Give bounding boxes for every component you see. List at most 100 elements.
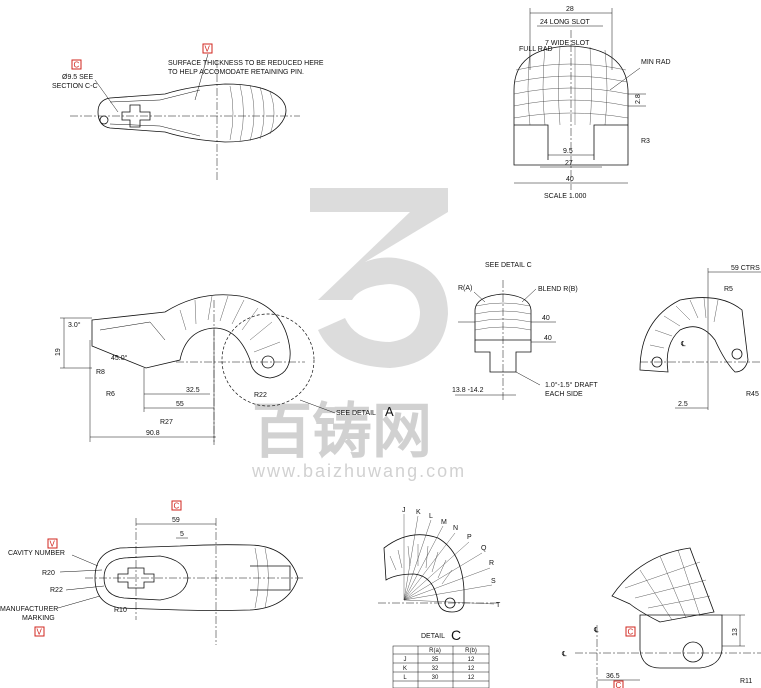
dim-90-8: 90.8	[146, 430, 160, 437]
marker-c2-box	[613, 680, 624, 688]
dim-40: 40	[566, 176, 574, 183]
iso-hole	[682, 641, 704, 663]
dim-13-8: 13.8 -14.2	[452, 387, 484, 394]
leader-rb	[521, 288, 537, 303]
dim-32-5: 32.5	[186, 387, 200, 394]
marker-c-box	[171, 500, 182, 511]
dim-55: 55	[176, 401, 184, 408]
detail-c-profile	[383, 534, 465, 613]
section-marker-c: C	[74, 61, 80, 70]
dim-2-5: 2.5	[678, 401, 688, 408]
dim-59: 59	[172, 517, 180, 524]
cross-slot	[121, 104, 151, 128]
marker-c1: C	[628, 628, 634, 637]
view-mid-center: SEE DETAIL C R(A) BLEND R(B) 40 40 13.8 …	[452, 262, 598, 400]
part-iso-body	[639, 614, 723, 669]
view-mid-left: 3.0° 19 45.0° R8 R6 32.5 R22 55 R27 90.8…	[55, 294, 394, 445]
view-mid-right: 59 CTRS R5 ℄ R45 2.5	[639, 265, 761, 410]
view-bottom-left: C 59 5 V CAVITY NUMBER R20 R22 R10 MANUF…	[0, 500, 305, 645]
dim-5: 5	[180, 531, 184, 538]
marker-v1: V	[50, 540, 56, 549]
part-right-ribs	[649, 297, 719, 349]
r20: R20	[42, 570, 55, 577]
table-cell: 30	[432, 675, 439, 681]
leader-cavity	[71, 554, 99, 567]
dim-r3: R3	[641, 138, 650, 145]
leader-draft	[515, 371, 541, 386]
r-a: R(A)	[458, 285, 472, 292]
detail-c-title: DETAIL	[421, 633, 445, 640]
draft-line2: EACH SIDE	[545, 391, 583, 398]
leader-diameter	[94, 79, 119, 113]
detail-a-circle	[221, 313, 315, 407]
radius-table: R(a) R(b) J 35 12 K 32 12 L 30 12	[392, 645, 490, 688]
dim-27: 27	[565, 160, 573, 167]
radius-label: R	[489, 560, 494, 567]
table-cell: L	[403, 675, 407, 681]
dim-36-5: 36.5	[606, 673, 620, 680]
part-outline-top	[97, 83, 287, 143]
leader-manufacturer	[57, 595, 101, 609]
part-iso-ribs	[624, 549, 711, 621]
dim-7-wide-slot: 7 WIDE SLOT	[545, 40, 590, 47]
table-cell: J	[404, 657, 407, 663]
r45: R45	[746, 391, 759, 398]
radius-label: N	[453, 525, 458, 532]
dim-full-rad: FULL RAD	[519, 46, 553, 53]
angle-3: 3.0°	[68, 321, 81, 329]
radius-label: M	[441, 519, 447, 526]
marker-v: V	[205, 45, 211, 54]
see-detail-a: SEE DETAIL	[336, 410, 376, 417]
part-bottom-outline	[94, 544, 299, 611]
part-side-outline	[91, 294, 291, 379]
dim-59-ctrs: 59 CTRS	[731, 265, 760, 272]
note-surface-line1: SURFACE THICKNESS TO BE REDUCED HERE	[168, 60, 324, 67]
note-section: SECTION C-C	[52, 83, 98, 90]
table-border	[392, 645, 490, 688]
dim-13: 13	[732, 628, 739, 636]
radius-rays	[403, 514, 495, 605]
dim-28: 28	[566, 6, 574, 13]
r8: R8	[96, 369, 105, 376]
part-ribs-front	[513, 63, 629, 119]
dim-40-b: 40	[544, 335, 552, 342]
pin-hole	[99, 115, 109, 125]
dim-40-a: 40	[542, 315, 550, 322]
manufacturer-line2: MARKING	[22, 615, 55, 622]
view-top-right: 28 24 LONG SLOT 7 WIDE SLOT FULL RAD MIN…	[513, 6, 671, 200]
part-iso-top	[611, 547, 715, 623]
marker-c: C	[174, 502, 180, 511]
detail-c: J K L M N P Q R S T DETAIL C R(a)	[378, 507, 501, 688]
note-surface-line2: TO HELP ACCOMODATE RETAINING PIN.	[168, 69, 304, 76]
radius-label: T	[496, 602, 501, 609]
detail-c-letters: J K L M N P Q R S T	[402, 507, 501, 609]
radius-label: S	[491, 578, 496, 585]
manufacturer-line1: MANUFACTURER	[0, 606, 58, 613]
table-cell: 12	[468, 675, 475, 681]
table-header: R(b)	[465, 648, 477, 654]
marker-c2: C	[616, 681, 622, 688]
part-ribs-vertical	[527, 45, 608, 126]
marker-v-box	[202, 43, 213, 54]
radius-label: K	[416, 509, 421, 516]
detail-c-title-letter: C	[451, 627, 461, 643]
blend-r-b: BLEND R(B)	[538, 286, 578, 293]
centerline-symbol-2: ℄	[561, 651, 567, 658]
marker-v2: V	[37, 628, 43, 637]
r27: R27	[160, 419, 173, 426]
radius-label: J	[402, 507, 406, 514]
cross-slot-bottom	[117, 567, 155, 589]
centerline-symbol: ℄	[593, 627, 599, 634]
table-cell: 32	[432, 666, 439, 672]
radius-label: L	[429, 513, 433, 520]
r6: R6	[106, 391, 115, 398]
dim-9-5: 9.5	[563, 148, 573, 155]
detail-c-ribs	[389, 544, 453, 585]
r22: R22	[254, 392, 267, 399]
table-cell: 12	[468, 666, 475, 672]
table-cell: 35	[432, 657, 439, 663]
part-right-outline	[639, 297, 749, 373]
watermark-logo	[310, 188, 448, 368]
watermark-url: www.baizhuwang.com	[251, 461, 466, 481]
part-bottom-tab	[250, 565, 291, 591]
